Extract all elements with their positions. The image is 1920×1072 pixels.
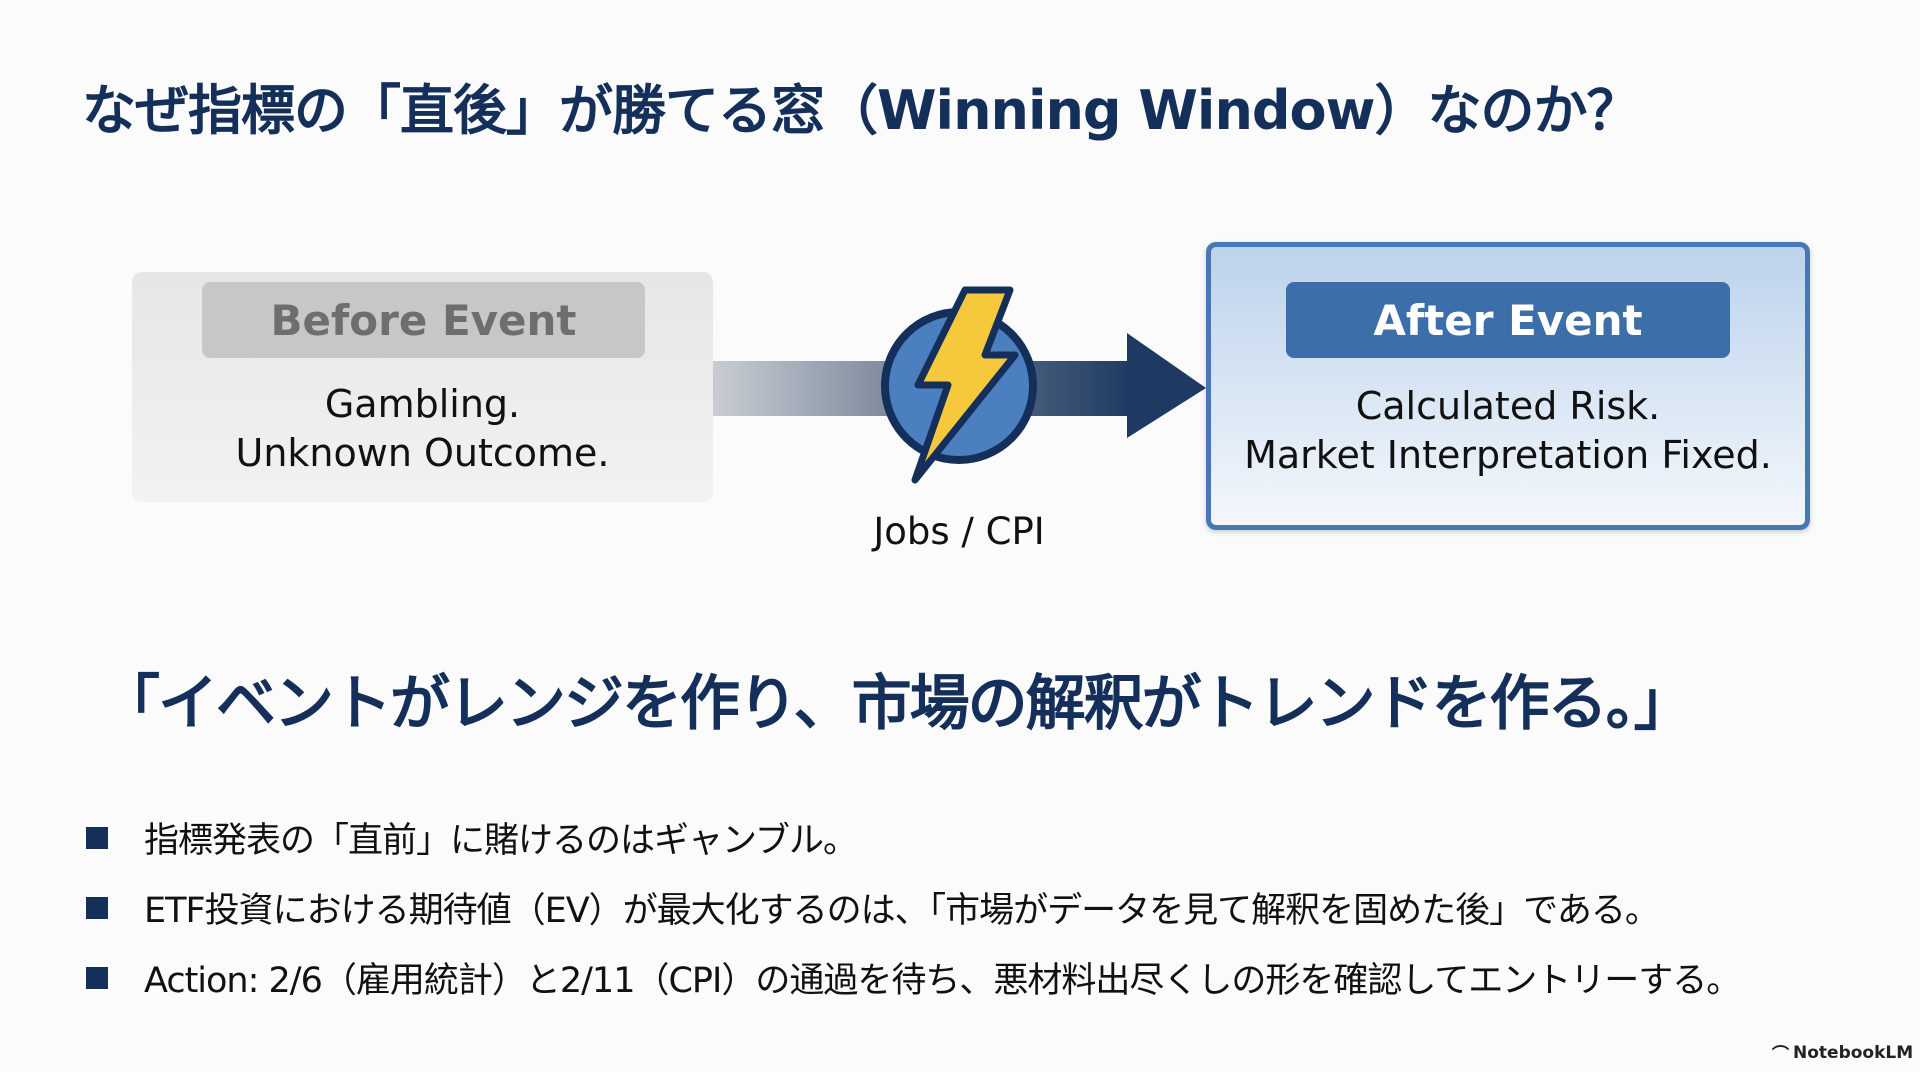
event-label: Jobs / CPI: [873, 510, 1045, 553]
bullet-square-icon: [86, 896, 108, 919]
arrow-head: [1127, 333, 1206, 438]
after-event-box: After Event Calculated Risk. Market Inte…: [1206, 242, 1810, 530]
before-event-box: Before Event Gambling. Unknown Outcome.: [132, 272, 713, 502]
key-quote: 「イベントがレンジを作り、市場の解釈がトレンドを作る。」: [100, 669, 1694, 739]
after-line-2: Market Interpretation Fixed.: [1244, 433, 1772, 477]
bullet-item: 指標発表の「直前」に賭けるのはギャンブル。: [86, 812, 858, 863]
bullet-square-icon: [86, 826, 108, 849]
bullet-text: ETF投資における期待値（EV）が最大化するのは、「市場がデータを見て解釈を固め…: [144, 891, 1660, 931]
bullet-square-icon: [86, 966, 108, 989]
lightning-icon: [911, 286, 1019, 484]
bullet-item: ETF投資における期待値（EV）が最大化するのは、「市場がデータを見て解釈を固め…: [86, 882, 1660, 933]
bullet-text: 指標発表の「直前」に賭けるのはギャンブル。: [144, 821, 858, 861]
after-event-label: After Event: [1286, 282, 1730, 358]
before-event-label: Before Event: [202, 282, 645, 358]
notebooklm-watermark: ⌒ NotebookLM: [1772, 1040, 1914, 1066]
before-line-1: Gambling.: [324, 382, 521, 426]
page-title: なぜ指標の「直後」が勝てる窓（Winning Window）なのか？: [82, 79, 1641, 142]
bullet-text: Action: 2/6（雇用統計）と2/11（CPI）の通過を待ち、悪材料出尽く…: [144, 961, 1741, 1001]
before-line-2: Unknown Outcome.: [235, 431, 610, 475]
bullet-item: Action: 2/6（雇用統計）と2/11（CPI）の通過を待ち、悪材料出尽く…: [86, 952, 1741, 1003]
after-line-1: Calculated Risk.: [1355, 384, 1661, 428]
brand-text: NotebookLM: [1793, 1042, 1914, 1063]
notebooklm-logo-icon: ⌒: [1772, 1045, 1789, 1065]
